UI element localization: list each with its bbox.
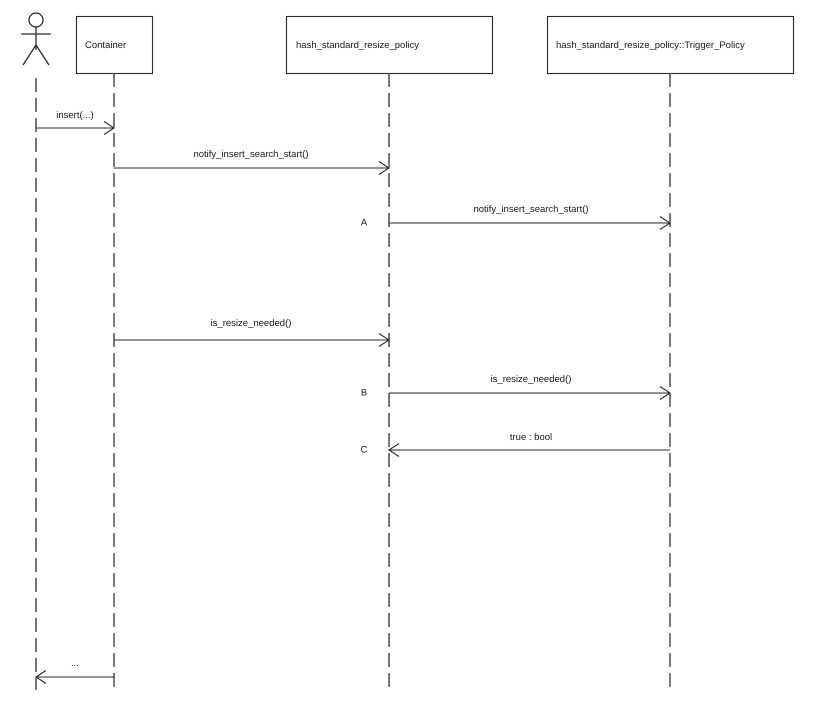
message-notify-insert-search-start-2[interactable]: notify_insert_search_start() xyxy=(389,204,672,230)
point-label-b: B xyxy=(361,388,367,399)
message-label-return-type: bool xyxy=(534,432,552,443)
message-notify-insert-search-start-1[interactable]: notify_insert_search_start() xyxy=(114,149,391,175)
message-arrowhead-is-resize-2 xyxy=(659,386,672,400)
message-label-return-separator: : xyxy=(526,432,534,443)
message-label-notify-1: notify_insert_search_start() xyxy=(193,149,308,160)
message-label-is-resize-1: is_resize_needed() xyxy=(211,318,292,329)
actor-figure xyxy=(21,12,51,66)
participant-label-trigger-policy: hash_standard_resize_policy::Trigger_Pol… xyxy=(556,40,745,51)
message-label-insert: insert(...) xyxy=(56,110,93,121)
message-arrowhead-insert xyxy=(103,121,116,135)
participant-box-resize-policy[interactable] xyxy=(285,15,494,75)
message-is-resize-needed-2[interactable]: is_resize_needed() xyxy=(389,374,672,400)
lifelines xyxy=(35,73,671,690)
participant-box-container[interactable] xyxy=(75,15,154,75)
point-label-c: C xyxy=(361,445,368,456)
messages: insert(...) notify_insert_search_start()… xyxy=(34,110,672,684)
message-label-is-resize-2: is_resize_needed() xyxy=(491,374,572,385)
message-is-resize-needed-1[interactable]: is_resize_needed() xyxy=(114,318,391,347)
message-insert[interactable]: insert(...) xyxy=(36,110,116,135)
message-label-return-value: true xyxy=(510,432,526,443)
actor-head-icon xyxy=(28,12,44,28)
message-arrowhead-return-ellipsis xyxy=(34,670,47,684)
message-arrowhead-is-resize-1 xyxy=(378,333,391,347)
message-label-notify-2: notify_insert_search_start() xyxy=(473,204,588,215)
message-return-true-bool[interactable]: true : bool xyxy=(387,432,670,457)
message-arrowhead-return-true-bool xyxy=(387,443,400,457)
participant-label-container: Container xyxy=(85,40,126,51)
actor-right-leg-line xyxy=(35,44,50,66)
participant-container[interactable]: Container xyxy=(75,15,154,75)
actor-left-leg-line xyxy=(22,44,37,66)
participant-resize-policy[interactable]: hash_standard_resize_policy xyxy=(285,15,494,75)
message-label-return-true-bool: true : bool xyxy=(510,432,552,443)
message-arrowhead-notify-1 xyxy=(378,161,391,175)
participant-label-resize-policy: hash_standard_resize_policy xyxy=(296,40,419,51)
message-label-return-ellipsis: ... xyxy=(71,658,79,669)
point-label-a: A xyxy=(361,218,368,229)
participant-trigger-policy[interactable]: hash_standard_resize_policy::Trigger_Pol… xyxy=(546,15,795,75)
message-return-ellipsis[interactable]: ... xyxy=(34,658,114,684)
message-arrowhead-notify-2 xyxy=(659,216,672,230)
point-labels: A B C xyxy=(361,218,368,456)
participant-box-trigger-policy[interactable] xyxy=(546,15,795,75)
